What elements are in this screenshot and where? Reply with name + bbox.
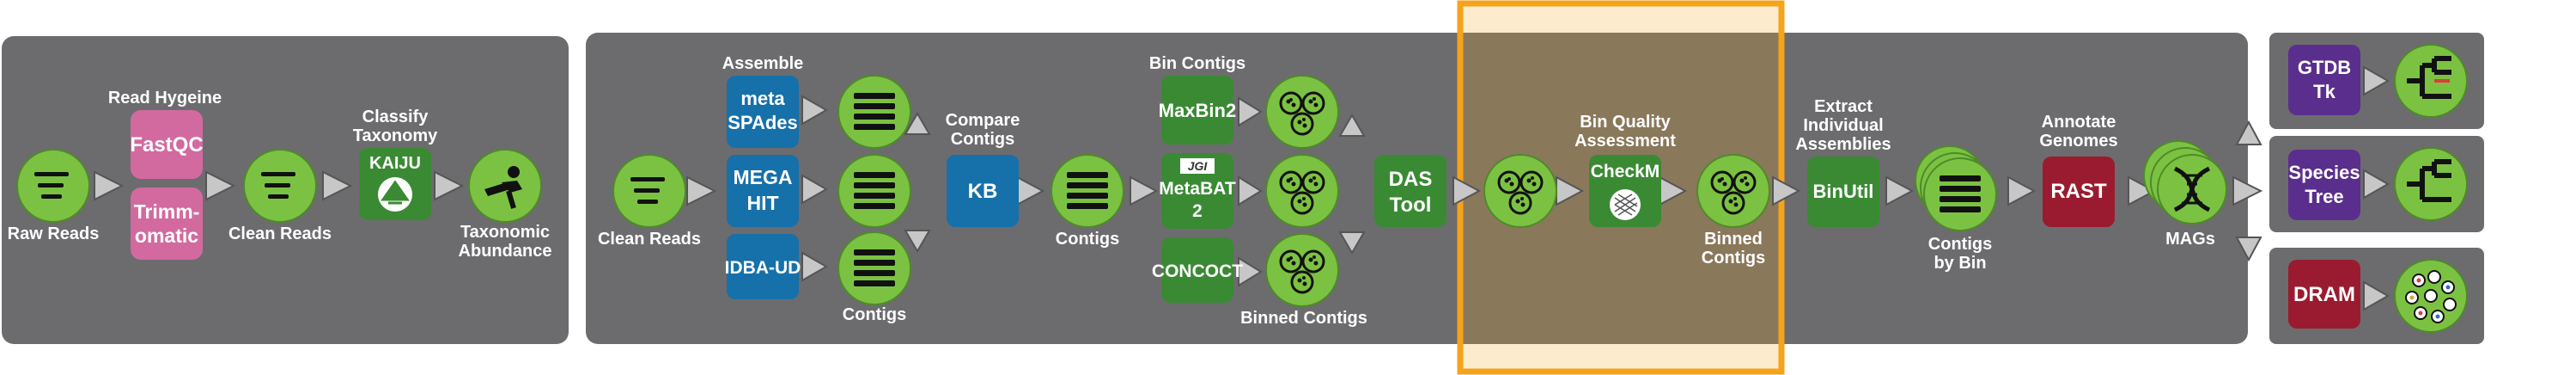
trimmomatic-label-2: omatic	[135, 224, 198, 247]
contigs-compared-icon	[1050, 154, 1124, 228]
maxbin2-label: MaxBin2	[1159, 100, 1236, 121]
jgi-logo-icon	[1180, 158, 1215, 174]
find-label-2: Relatives	[2494, 183, 2570, 202]
clean-reads-2-label: Clean Reads	[598, 230, 701, 249]
binutil-box[interactable]	[1807, 157, 1879, 227]
metabat2-label-1: MetaBAT	[1159, 179, 1236, 199]
assemble-label: Assemble	[722, 54, 804, 73]
bin-contigs-label: Bin Contigs	[1149, 54, 1245, 73]
read-hygeine-label: Read Hygeine	[108, 89, 222, 108]
metaspades-box[interactable]	[727, 76, 799, 148]
functional-label-1: Functional	[2494, 276, 2576, 295]
functional-label-2: Profiling	[2494, 295, 2564, 314]
clean-reads-icon	[243, 149, 317, 223]
dram-box[interactable]	[2288, 260, 2360, 329]
das-tool-box[interactable]	[1374, 155, 1446, 227]
fastqc-box[interactable]	[131, 110, 203, 179]
binned-contigs-2-label-1: Binned	[1704, 230, 1763, 249]
rast-box[interactable]	[2043, 157, 2115, 227]
gtdb-label-1: GTDB	[2298, 57, 2351, 78]
megahit-label-1: MEGA	[734, 166, 793, 188]
taxonomic-abundance-label-1: Taxonomic	[460, 223, 550, 242]
extract-label-1: Extract	[1814, 97, 1873, 116]
contigs-by-bin-icon	[1915, 145, 1997, 231]
clean-reads-2-icon	[612, 154, 686, 228]
bins-metabat-icon	[1264, 153, 1340, 229]
bin-quality-label-2: Assessment	[1574, 132, 1676, 151]
trimmomatic-box[interactable]	[131, 188, 203, 260]
taxonomic-abundance-icon	[469, 150, 541, 222]
gtdb-label-2: Tk	[2313, 81, 2335, 102]
contigs-by-bin-label-1: Contigs	[1928, 235, 1992, 254]
bin-quality-label-1: Bin Quality	[1580, 113, 1671, 132]
extract-label-3: Assemblies	[1795, 135, 1891, 154]
raw-reads-icon	[16, 149, 90, 223]
concoct-box[interactable]	[1161, 237, 1233, 303]
fastqc-label: FastQC	[130, 133, 203, 157]
mags-icon	[2143, 140, 2227, 224]
find-label-1: Find	[2494, 164, 2530, 183]
contigs-idba-icon	[837, 231, 911, 305]
idba-ud-box[interactable]	[727, 234, 799, 299]
compare-contigs-label-2: Contigs	[951, 130, 1014, 149]
metabat2-box[interactable]	[1161, 153, 1233, 229]
taxonomy-tree-icon	[2395, 45, 2467, 117]
metabat2-label-2: 2	[1192, 201, 1203, 221]
arrows	[94, 65, 2390, 311]
annotate-label-2: Genomes	[2039, 132, 2117, 151]
taxonomic-abundance-label-2: Abundance	[459, 242, 552, 261]
extract-label-2: Individual	[1803, 116, 1883, 135]
bins-concoct-icon	[1264, 232, 1340, 308]
rast-label: RAST	[2050, 180, 2107, 203]
gtdb-tk-box[interactable]	[2288, 45, 2360, 115]
raw-reads-label: Raw Reads	[8, 224, 100, 243]
contigs-by-bin-label-2: by Bin	[1934, 254, 1986, 273]
contigs-metaspades-icon	[837, 75, 911, 149]
contigs-megahit-icon	[837, 154, 911, 228]
binutil-label: BinUtil	[1813, 181, 1874, 202]
jgi-logo-text: JGI	[1188, 159, 1209, 173]
classify-taxonomy-label-2: Taxonomy	[353, 126, 438, 145]
classify-label-1: Classify	[2494, 61, 2561, 80]
trimmomatic-label-1: Trimm-	[134, 200, 200, 223]
megahit-label-2: HIT	[746, 192, 778, 214]
kb-box[interactable]	[947, 155, 1019, 227]
idba-ud-label: IDBA-UD	[725, 258, 801, 278]
metaspades-label-1: meta	[740, 88, 785, 109]
compare-contigs-label-1: Compare	[946, 111, 1020, 130]
bins-checkm-icon	[1696, 153, 1771, 229]
concoct-label: CONCOCT	[1152, 261, 1243, 281]
contigs-label: Contigs	[843, 305, 906, 324]
metaspades-label-2: SPAdes	[728, 112, 798, 133]
bins-das-icon	[1483, 153, 1558, 229]
mags-label: MAGs	[2165, 230, 2215, 249]
contigs-2-label: Contigs	[1056, 230, 1119, 249]
das-tool-label-1: DAS	[1389, 168, 1433, 191]
species-tree-box[interactable]	[2288, 150, 2360, 220]
annotate-label-1: Annotate	[2042, 113, 2116, 132]
clean-reads-label: Clean Reads	[228, 224, 332, 243]
megahit-box[interactable]	[727, 155, 799, 227]
das-tool-label-2: Tool	[1390, 194, 1432, 217]
classify-taxonomy-label-1: Classify	[362, 108, 429, 126]
species-label-1: Species	[2288, 162, 2360, 183]
checkm-label: CheckM	[1591, 162, 1660, 181]
kaiju-label: KAIJU	[369, 154, 421, 173]
dram-label: DRAM	[2293, 283, 2355, 306]
bins-maxbin-icon	[1264, 74, 1340, 150]
classify-label-2: Taxonomy	[2494, 80, 2576, 99]
binned-contigs-2-label-2: Contigs	[1702, 249, 1765, 267]
species-label-2: Tree	[2305, 186, 2343, 207]
relatives-tree-icon	[2395, 148, 2467, 220]
kb-label: KB	[968, 180, 998, 203]
functional-profile-icon	[2394, 259, 2468, 333]
maxbin2-box[interactable]	[1161, 76, 1233, 144]
binned-contigs-label: Binned Contigs	[1240, 309, 1367, 328]
